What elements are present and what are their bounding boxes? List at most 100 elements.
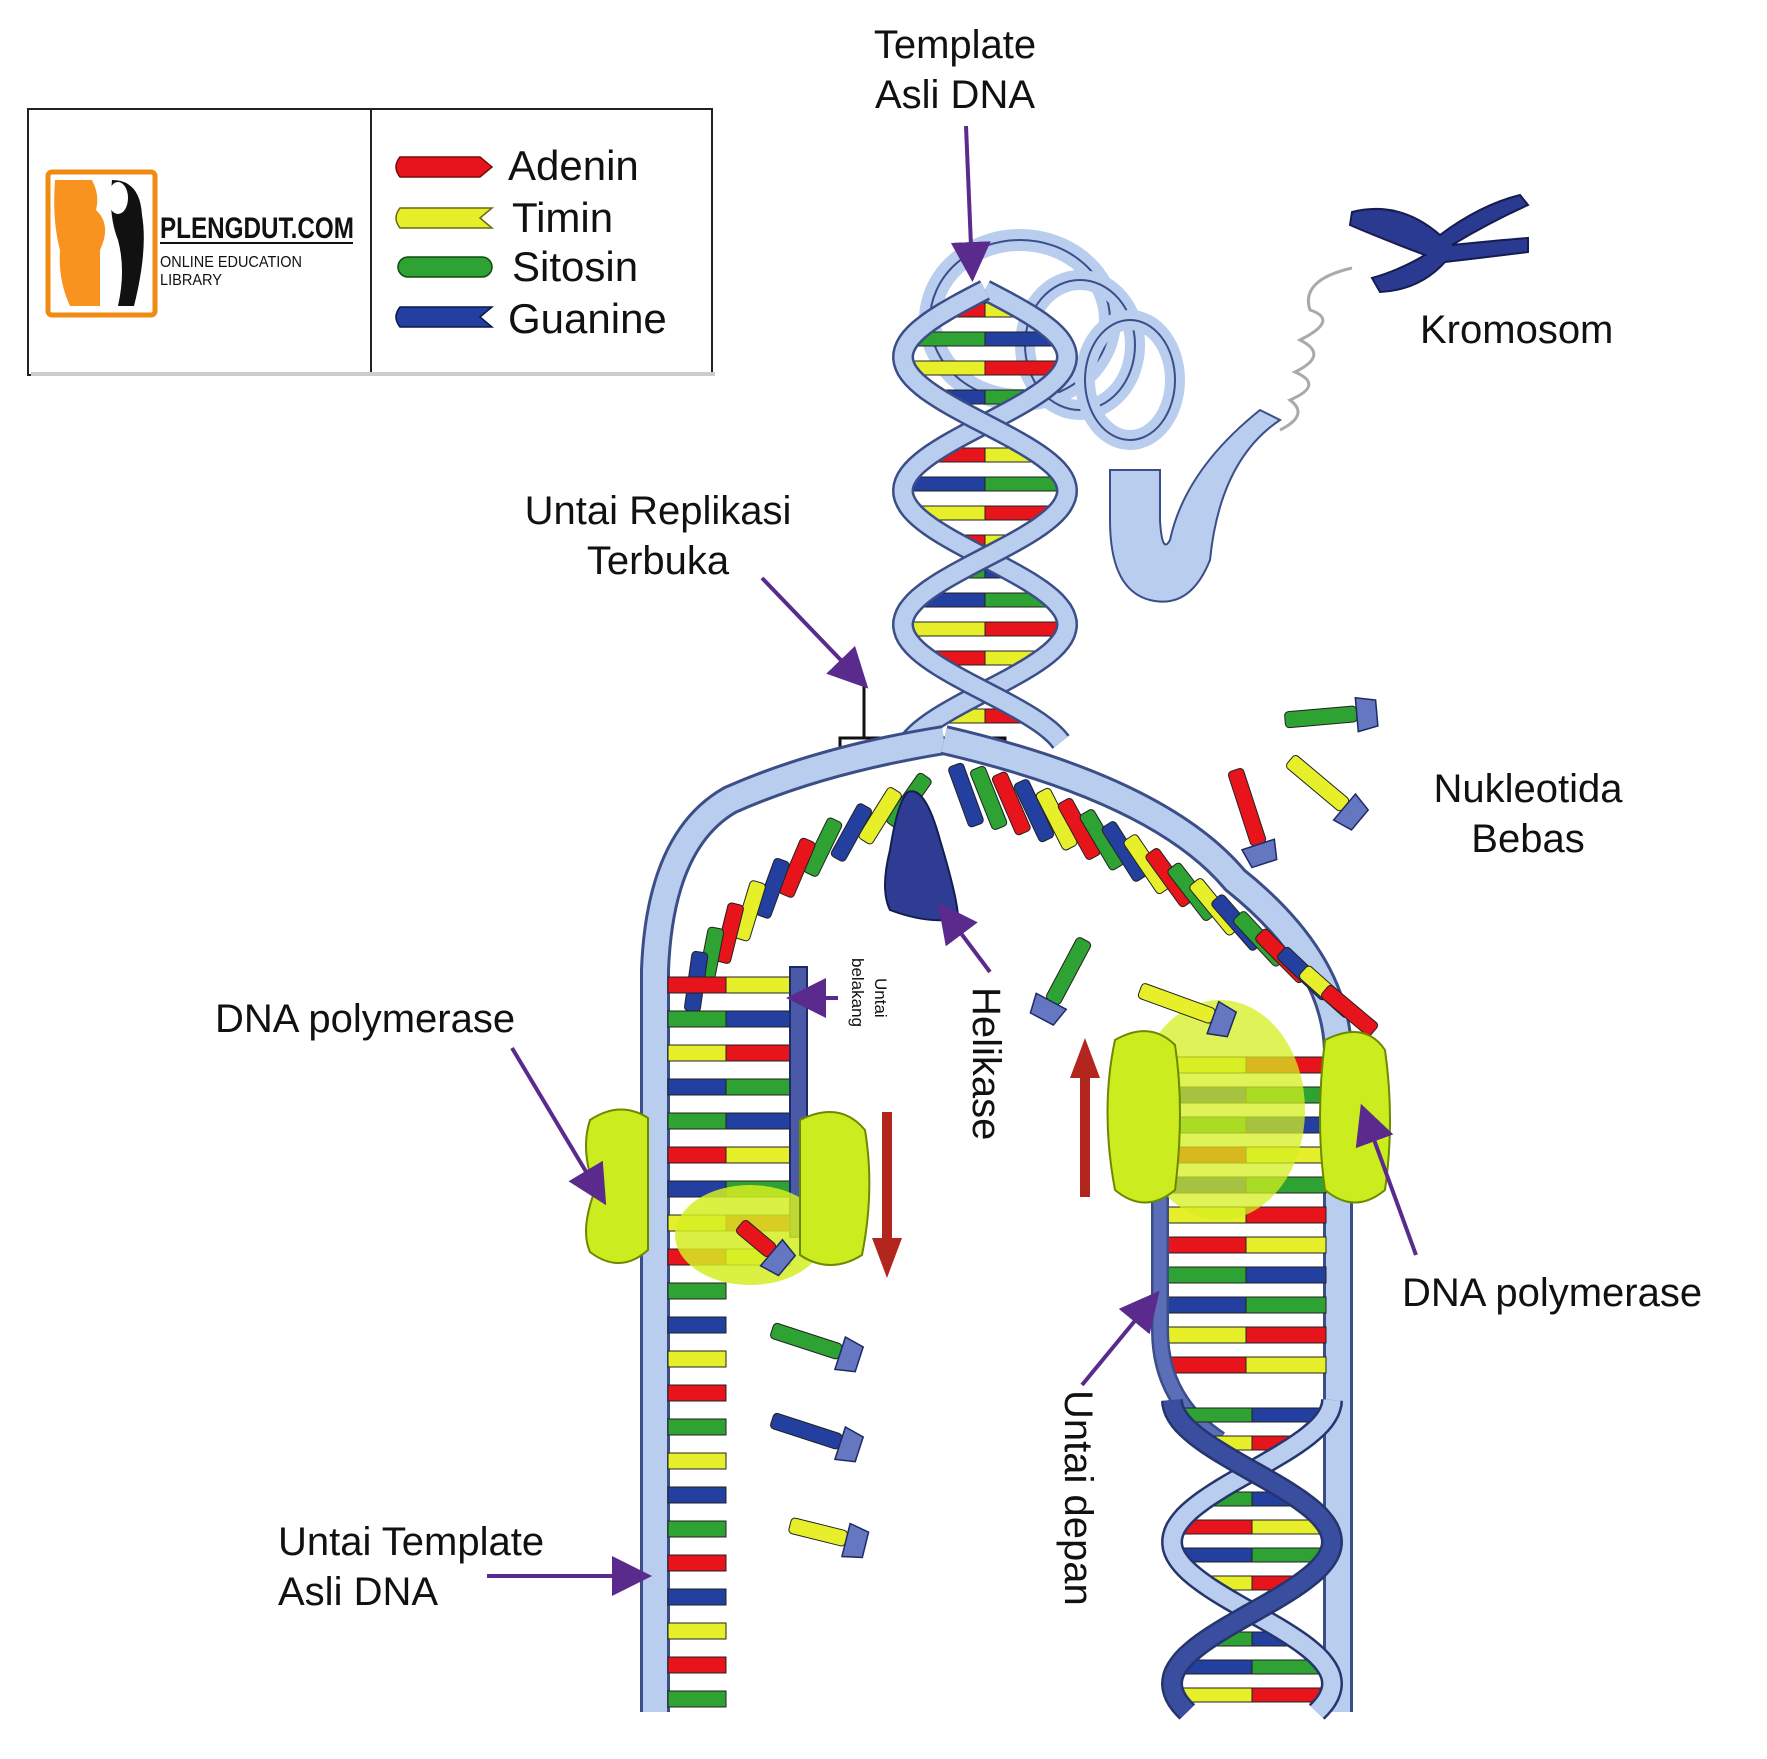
coil-tube bbox=[1109, 408, 1282, 603]
left-template-backbone bbox=[643, 728, 946, 1712]
pointer-arrows bbox=[487, 125, 1418, 1596]
right-new-base bbox=[1245, 1326, 1327, 1344]
legend-label-sitosin: Sitosin bbox=[512, 243, 638, 290]
legend-swatch-adenin bbox=[395, 156, 494, 178]
left-new-base bbox=[725, 1044, 791, 1062]
left-template-base bbox=[667, 1520, 727, 1538]
lower-strand bbox=[1163, 1399, 1341, 1718]
left-template-base bbox=[667, 1316, 727, 1334]
left-template-base bbox=[667, 1282, 727, 1300]
logo-face-icon bbox=[108, 182, 128, 214]
left-template-base bbox=[667, 1452, 727, 1470]
lower-strand bbox=[1163, 1399, 1341, 1718]
label-fork-1: Untai Replikasi bbox=[525, 489, 792, 533]
left-template-base bbox=[667, 1044, 727, 1062]
legend-label-timin: Timin bbox=[512, 194, 613, 241]
left-template-base bbox=[667, 1078, 727, 1096]
left-template-base bbox=[667, 1656, 727, 1674]
chromosome-icon bbox=[1348, 193, 1530, 294]
right-new-base bbox=[1245, 1236, 1327, 1254]
fork-left-base bbox=[778, 837, 816, 898]
left-template-base bbox=[667, 1622, 727, 1640]
free-nucleotide bbox=[1285, 755, 1370, 831]
leading-strand-backbone bbox=[1153, 1040, 1224, 1446]
left-template-base bbox=[667, 1486, 727, 1504]
fork-right-base bbox=[991, 771, 1031, 836]
label-nukleotida-1: Nukleotida bbox=[1433, 767, 1623, 811]
label-polymerase-left: DNA polymerase bbox=[215, 997, 515, 1041]
label-untai-depan: Untai depan bbox=[1056, 1390, 1100, 1606]
legend-swatch-guanine bbox=[395, 306, 495, 328]
right-template-backbone-outline bbox=[940, 725, 1353, 1712]
right-new-base bbox=[1245, 1356, 1327, 1374]
pointer-untai-depan bbox=[1080, 1290, 1160, 1387]
label-kromosom: Kromosom bbox=[1420, 308, 1613, 352]
left-strand-bases bbox=[667, 976, 791, 1708]
left-template-base bbox=[667, 1384, 727, 1402]
pointer-polymerase-right bbox=[1355, 1103, 1418, 1256]
left-template-base bbox=[667, 1690, 727, 1708]
free-nucleotide bbox=[735, 1220, 797, 1277]
left-template-base bbox=[667, 976, 727, 994]
legend-label-guanine: Guanine bbox=[508, 295, 667, 342]
upper-helix bbox=[891, 280, 1079, 749]
helicase-icon bbox=[884, 790, 960, 922]
legend-swatch-sitosin bbox=[397, 256, 493, 278]
logo-orange-figure-icon bbox=[54, 180, 106, 306]
logo: PLENGDUT.COM ONLINE EDUCATION LIBRARY bbox=[45, 169, 354, 318]
logo-tagline-2: LIBRARY bbox=[160, 272, 222, 289]
right-template-base bbox=[1161, 1266, 1247, 1284]
right-template-backbone bbox=[941, 728, 1350, 1712]
label-template-top-2: Asli DNA bbox=[875, 73, 1035, 117]
right-template-base bbox=[1161, 1296, 1247, 1314]
legend-swatch-timin bbox=[395, 207, 495, 229]
free-nucleotide bbox=[1284, 696, 1379, 733]
free-nucleotides bbox=[735, 696, 1379, 1559]
left-template-base bbox=[667, 1112, 727, 1130]
upper-strand bbox=[894, 282, 1076, 748]
label-template-bottom-1: Untai Template bbox=[278, 1520, 544, 1564]
label-template-top-1: Template bbox=[874, 23, 1036, 67]
left-template-base bbox=[667, 1418, 727, 1436]
label-untai-belakang-1: Untai bbox=[871, 978, 890, 1018]
left-template-base bbox=[667, 1010, 727, 1028]
upper-strand bbox=[894, 282, 1076, 748]
left-template-base bbox=[667, 1554, 727, 1572]
right-new-base bbox=[1245, 1266, 1327, 1284]
free-nucleotide bbox=[1227, 768, 1278, 869]
fork-left-base bbox=[830, 803, 873, 862]
left-template-base bbox=[667, 1350, 727, 1368]
chromosome bbox=[1348, 193, 1530, 294]
left-new-base bbox=[725, 976, 791, 994]
free-nucleotide bbox=[770, 1412, 865, 1463]
free-nucleotide bbox=[1029, 937, 1092, 1027]
fork-left-base bbox=[803, 817, 843, 877]
fork-right-base bbox=[948, 762, 984, 828]
right-polymerase bbox=[1106, 1000, 1391, 1220]
label-nukleotida-2: Bebas bbox=[1471, 817, 1584, 861]
fork-left-base bbox=[858, 787, 902, 845]
coil-thread bbox=[1279, 266, 1353, 432]
lower-right-helix bbox=[1160, 1399, 1344, 1720]
left-new-base bbox=[725, 1112, 791, 1130]
left-polymerase bbox=[585, 1108, 871, 1285]
free-nucleotide bbox=[770, 1322, 865, 1373]
pointer-helikase bbox=[937, 902, 992, 974]
right-template-base bbox=[1161, 1326, 1247, 1344]
free-nucleotide bbox=[1137, 983, 1238, 1038]
label-template-bottom-2: Asli DNA bbox=[278, 1570, 438, 1614]
legend-items: Adenin Timin Sitosin Guanine bbox=[395, 142, 667, 342]
left-new-base bbox=[725, 1010, 791, 1028]
label-untai-belakang-2: belakang bbox=[848, 958, 867, 1027]
left-template-base bbox=[667, 1146, 727, 1164]
fork-right-base bbox=[1320, 985, 1379, 1037]
label-fork-2: Terbuka bbox=[587, 539, 730, 583]
right-new-base bbox=[1245, 1206, 1327, 1224]
lagging-direction-arrow bbox=[872, 1112, 902, 1278]
free-nucleotide bbox=[788, 1517, 870, 1559]
right-template-base bbox=[1161, 1236, 1247, 1254]
fork-right-base bbox=[970, 765, 1008, 830]
pointer-polymerase-left bbox=[510, 1046, 607, 1206]
logo-tagline-1: ONLINE EDUCATION bbox=[160, 254, 302, 271]
